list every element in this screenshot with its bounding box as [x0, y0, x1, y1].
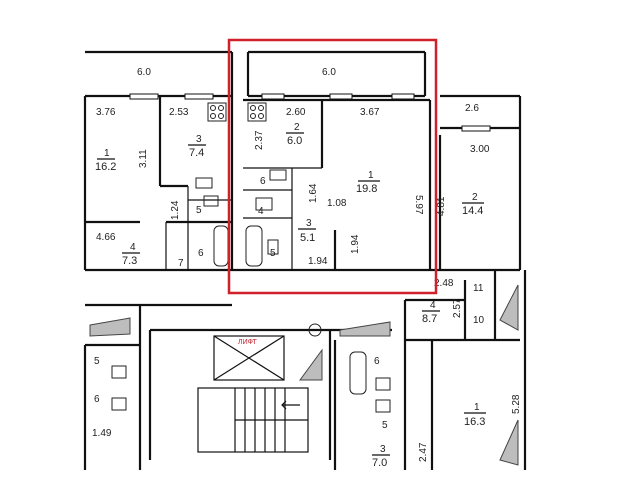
dimension-label: 6.0	[322, 67, 336, 78]
dimension-label: 1.08	[327, 198, 347, 209]
dimension-label: 1.49	[92, 428, 112, 439]
room-number: 5	[196, 205, 202, 216]
dimension-label: 5.97	[413, 195, 424, 215]
dimension-label: 2.6	[465, 103, 479, 114]
dimension-label: 2.60	[286, 107, 306, 118]
windows	[129, 93, 491, 132]
room-area: 8.7	[422, 313, 437, 325]
stove-icon	[207, 102, 227, 122]
room-number: 3	[380, 444, 386, 455]
dimension-label: 6.0	[137, 67, 151, 78]
room-number: 2	[294, 122, 300, 133]
dimension-label: 3.00	[470, 144, 490, 155]
dimension-label: 1.94	[308, 256, 328, 267]
dimension-label: 2.57	[452, 298, 463, 318]
dimension-label: 4.66	[96, 232, 116, 243]
room-number: 7	[178, 258, 184, 269]
fixtures	[111, 102, 391, 413]
stove-icon	[247, 102, 267, 122]
room-number: 3	[196, 134, 202, 145]
toilet-icon	[255, 197, 273, 211]
dimension-label: 2.53	[169, 107, 189, 118]
dimension-label: 5.28	[511, 394, 522, 414]
room-number: 5	[382, 420, 388, 431]
room-area: 19.8	[356, 183, 377, 195]
room-number: 4	[430, 300, 436, 311]
bathtub-icon	[349, 351, 367, 395]
dimension-label: 2.47	[418, 442, 429, 462]
dimension-label: 4.81	[436, 196, 447, 216]
dimension-label: 1.94	[350, 234, 361, 254]
toilet-icon	[375, 377, 391, 391]
stairwell	[197, 323, 322, 453]
sink-icon	[269, 169, 287, 181]
room-area: 7.4	[189, 147, 204, 159]
sink-icon	[267, 239, 279, 255]
ventilation-shafts	[89, 284, 519, 466]
room-area: 5.1	[300, 232, 315, 244]
dimension-label: 1.64	[308, 183, 319, 203]
room-area: 7.3	[122, 255, 137, 267]
room-number: 6	[94, 394, 100, 405]
room-area: 7.0	[372, 457, 387, 469]
elevator-label: ЛИФТ	[238, 339, 258, 346]
toilet-icon	[111, 365, 127, 379]
selected-apartment-highlight	[227, 38, 438, 295]
elevator: ЛИФТ	[213, 335, 285, 381]
sink-icon	[111, 397, 127, 411]
room-area: 16.2	[95, 161, 116, 173]
room-number: 6	[374, 356, 380, 367]
dimension-label: 3.67	[360, 107, 380, 118]
room-area: 14.4	[462, 205, 483, 217]
room-number: 2	[472, 192, 478, 203]
dimension-label: 2.37	[254, 130, 265, 150]
room-number: 4	[130, 242, 136, 253]
room-labels: 1 16.2 3 7.4 4 7.3 5 6 7 2 6.0 1 19.8 3 …	[94, 122, 486, 469]
room-area: 6.0	[287, 135, 302, 147]
room-number: 11	[473, 283, 484, 294]
toilet-icon	[195, 177, 213, 189]
room-number: 6	[260, 176, 266, 187]
room-number: 5	[94, 356, 100, 367]
room-number: 1	[474, 402, 480, 413]
dimension-label: 3.11	[138, 149, 149, 168]
sink-icon	[203, 195, 219, 207]
room-number: 1	[104, 148, 110, 159]
dimension-label: 1.24	[170, 200, 181, 220]
room-number: 4	[258, 206, 264, 217]
dimension-labels: 6.0 6.0 3.76 2.53 2.60 3.67 2.6 3.00 3.1…	[92, 67, 522, 462]
bathtub-icon	[213, 225, 229, 267]
dimension-label: 2.48	[434, 278, 454, 289]
room-number: 3	[306, 218, 312, 229]
sink-icon	[375, 399, 391, 413]
room-area: 16.3	[464, 416, 485, 428]
dimension-label: 3.76	[96, 107, 116, 118]
room-number: 10	[473, 315, 485, 326]
room-number: 5	[270, 248, 276, 259]
room-number: 6	[198, 248, 204, 259]
bathtub-icon	[245, 225, 263, 267]
room-number: 1	[368, 170, 374, 181]
